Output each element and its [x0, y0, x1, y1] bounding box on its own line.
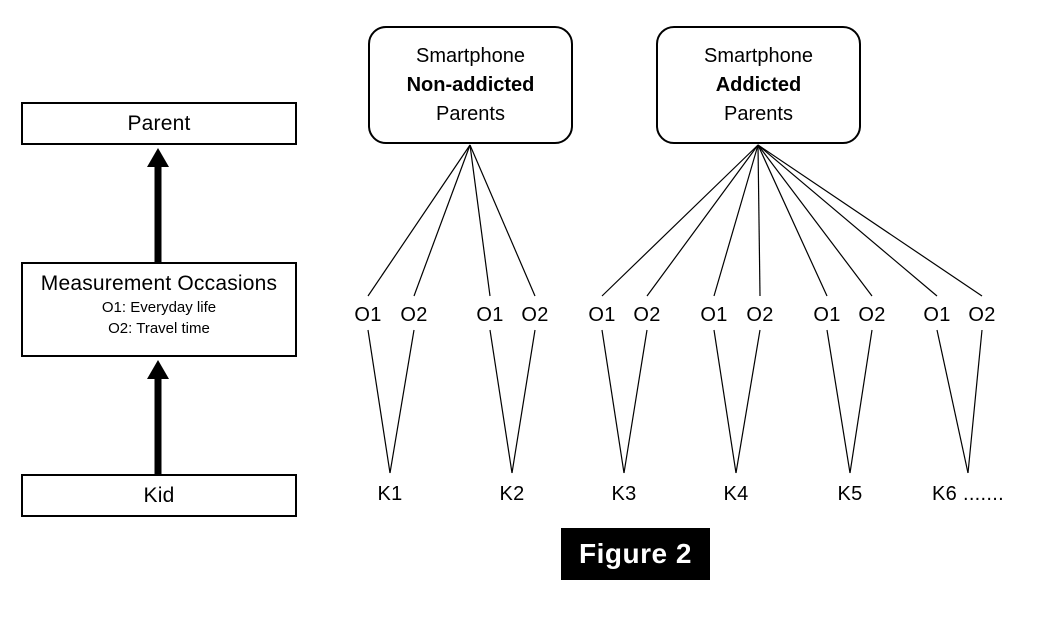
fan-line-non-addicted-K1-O1 [367, 144, 471, 297]
fan-line-non-addicted-K1-O2 [413, 144, 471, 297]
figure-caption: Figure 2 [561, 528, 710, 580]
fan-line-addicted-K6-O2 [757, 144, 983, 297]
kid-label-K3: K3 [611, 483, 637, 505]
occasion-label-addicted-1-O1: O1 [700, 304, 728, 326]
group-1-line-3: Parents [724, 102, 793, 125]
fan-line-addicted-K4-O2 [757, 144, 761, 297]
kid-label-K4: K4 [723, 483, 749, 505]
occasion-label-addicted-0-O1: O1 [588, 304, 616, 326]
occasion-label-non-addicted-1-O1: O1 [476, 304, 504, 326]
fan-line-non-addicted-K2-O2 [469, 144, 536, 297]
v-line-O2-to-K3 [623, 329, 648, 474]
occasion-label-addicted-0-O2: O2 [633, 304, 661, 326]
occasion-label-addicted-2-O2: O2 [858, 304, 886, 326]
occasion-o2-description: O2: Travel time [108, 320, 210, 337]
group-box-addicted: Smartphone Addicted Parents [656, 26, 861, 144]
fan-line-addicted-K3-O2 [646, 144, 759, 297]
arrow-up-occasions-to-parent [147, 148, 169, 262]
fan-line-addicted-K4-O1 [713, 144, 759, 297]
v-line-O2-to-K4 [735, 329, 761, 474]
kid-label-K2: K2 [499, 483, 525, 505]
v-line-O2-to-K2 [511, 329, 536, 474]
kid-label-K6: K6 ....... [932, 483, 1004, 505]
occasion-label-addicted-2-O1: O1 [813, 304, 841, 326]
fan-line-addicted-K5-O1 [757, 144, 828, 297]
kid-label-K5: K5 [837, 483, 863, 505]
arrow-up-kid-to-occasions [147, 360, 169, 474]
group-0-line-2: Non-addicted [406, 73, 535, 96]
v-line-O2-to-K5 [849, 329, 873, 474]
occasion-label-addicted-3-O1: O1 [923, 304, 951, 326]
group-0-line-3: Parents [436, 102, 505, 125]
fan-line-addicted-K5-O2 [757, 144, 873, 297]
v-line-O2-to-K1 [389, 329, 415, 474]
group-box-non-addicted: Smartphone Non-addicted Parents [368, 26, 573, 144]
measurement-occasions-box: Measurement Occasions O1: Everyday life … [21, 262, 297, 357]
v-line-O1-to-K2 [489, 329, 513, 474]
occasion-label-addicted-3-O2: O2 [968, 304, 996, 326]
occasion-label-non-addicted-0-O1: O1 [354, 304, 382, 326]
occasion-o1-description: O1: Everyday life [101, 299, 217, 316]
group-1-line-2: Addicted [715, 73, 802, 96]
v-line-O1-to-K1 [367, 329, 391, 474]
occasion-label-addicted-1-O2: O2 [746, 304, 774, 326]
measurement-occasions-title: Measurement Occasions [40, 272, 278, 295]
fan-line-addicted-K3-O1 [601, 144, 759, 297]
occasion-label-non-addicted-1-O2: O2 [521, 304, 549, 326]
v-line-O2-to-K6 [967, 329, 983, 474]
occasion-label-non-addicted-0-O2: O2 [400, 304, 428, 326]
fan-line-non-addicted-K2-O1 [469, 144, 491, 297]
group-1-line-1: Smartphone [704, 44, 813, 67]
kid-label-K1: K1 [377, 483, 403, 505]
fan-line-addicted-K6-O1 [757, 144, 938, 297]
group-0-line-1: Smartphone [416, 44, 525, 67]
v-line-O1-to-K6 [936, 329, 969, 474]
parent-box-label: Parent [127, 112, 191, 135]
v-line-O1-to-K5 [826, 329, 851, 474]
kid-box-label: Kid [143, 484, 175, 507]
v-line-O1-to-K3 [601, 329, 625, 474]
kid-box: Kid [21, 474, 297, 517]
v-line-O1-to-K4 [713, 329, 737, 474]
parent-box: Parent [21, 102, 297, 145]
